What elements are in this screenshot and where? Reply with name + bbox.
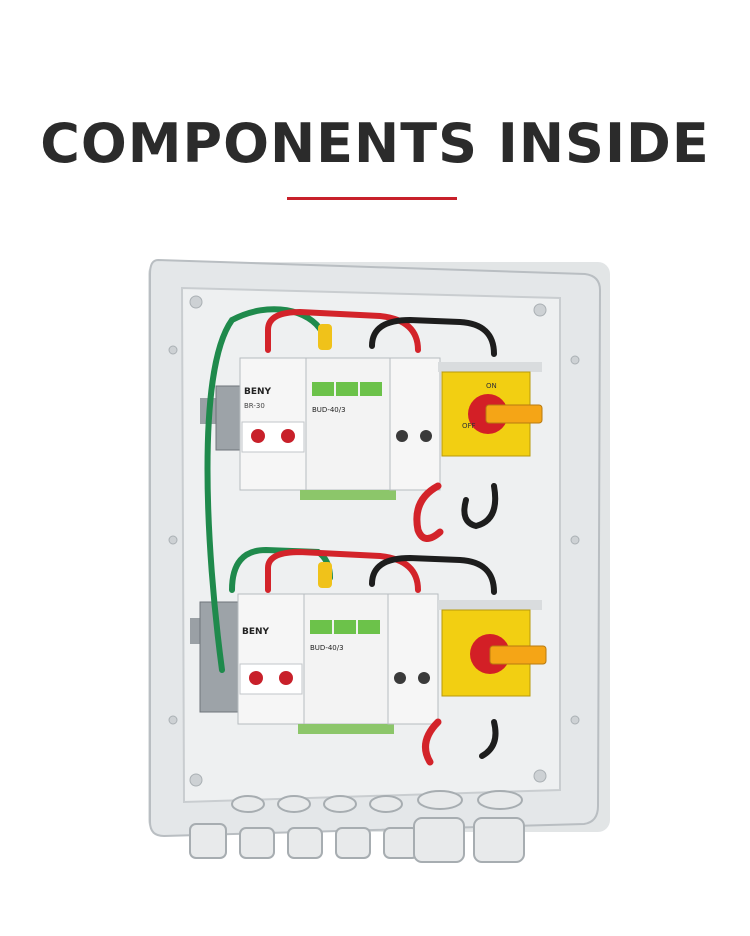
svg-text:OFF: OFF [462, 422, 476, 430]
isolator-switch-bottom [438, 600, 547, 697]
fuse-holders-top: BENY BR-30 [239, 357, 307, 491]
yellow-sleeve-bottom [318, 562, 332, 588]
svg-text:ON: ON [486, 382, 497, 390]
fuse-holders-top-right [389, 357, 441, 491]
distribution-box-photo: BENY BR-30 BUD-40/3 ON OFF BENY BUD-40/3 [148, 258, 610, 863]
title-underline [287, 197, 457, 200]
isolator-switch-top: ON OFF [438, 362, 543, 457]
svg-text:BUD-40/3: BUD-40/3 [310, 644, 344, 652]
wiring [204, 306, 499, 766]
terminal-block-top [215, 385, 241, 451]
svg-text:BENY: BENY [244, 387, 272, 397]
fuse-holders-bottom-right [387, 593, 439, 725]
surge-protector-top: BUD-40/3 [300, 357, 396, 500]
cable-glands [189, 790, 525, 863]
svg-text:BENY: BENY [242, 627, 270, 637]
surge-protector-bottom: BUD-40/3 [298, 593, 394, 734]
yellow-sleeve-top [318, 324, 332, 350]
page-title: COMPONENTS INSIDE [40, 112, 710, 175]
fuse-holders-bottom: BENY [237, 593, 305, 725]
svg-text:BR-30: BR-30 [244, 402, 265, 410]
svg-text:BUD-40/3: BUD-40/3 [312, 406, 346, 414]
